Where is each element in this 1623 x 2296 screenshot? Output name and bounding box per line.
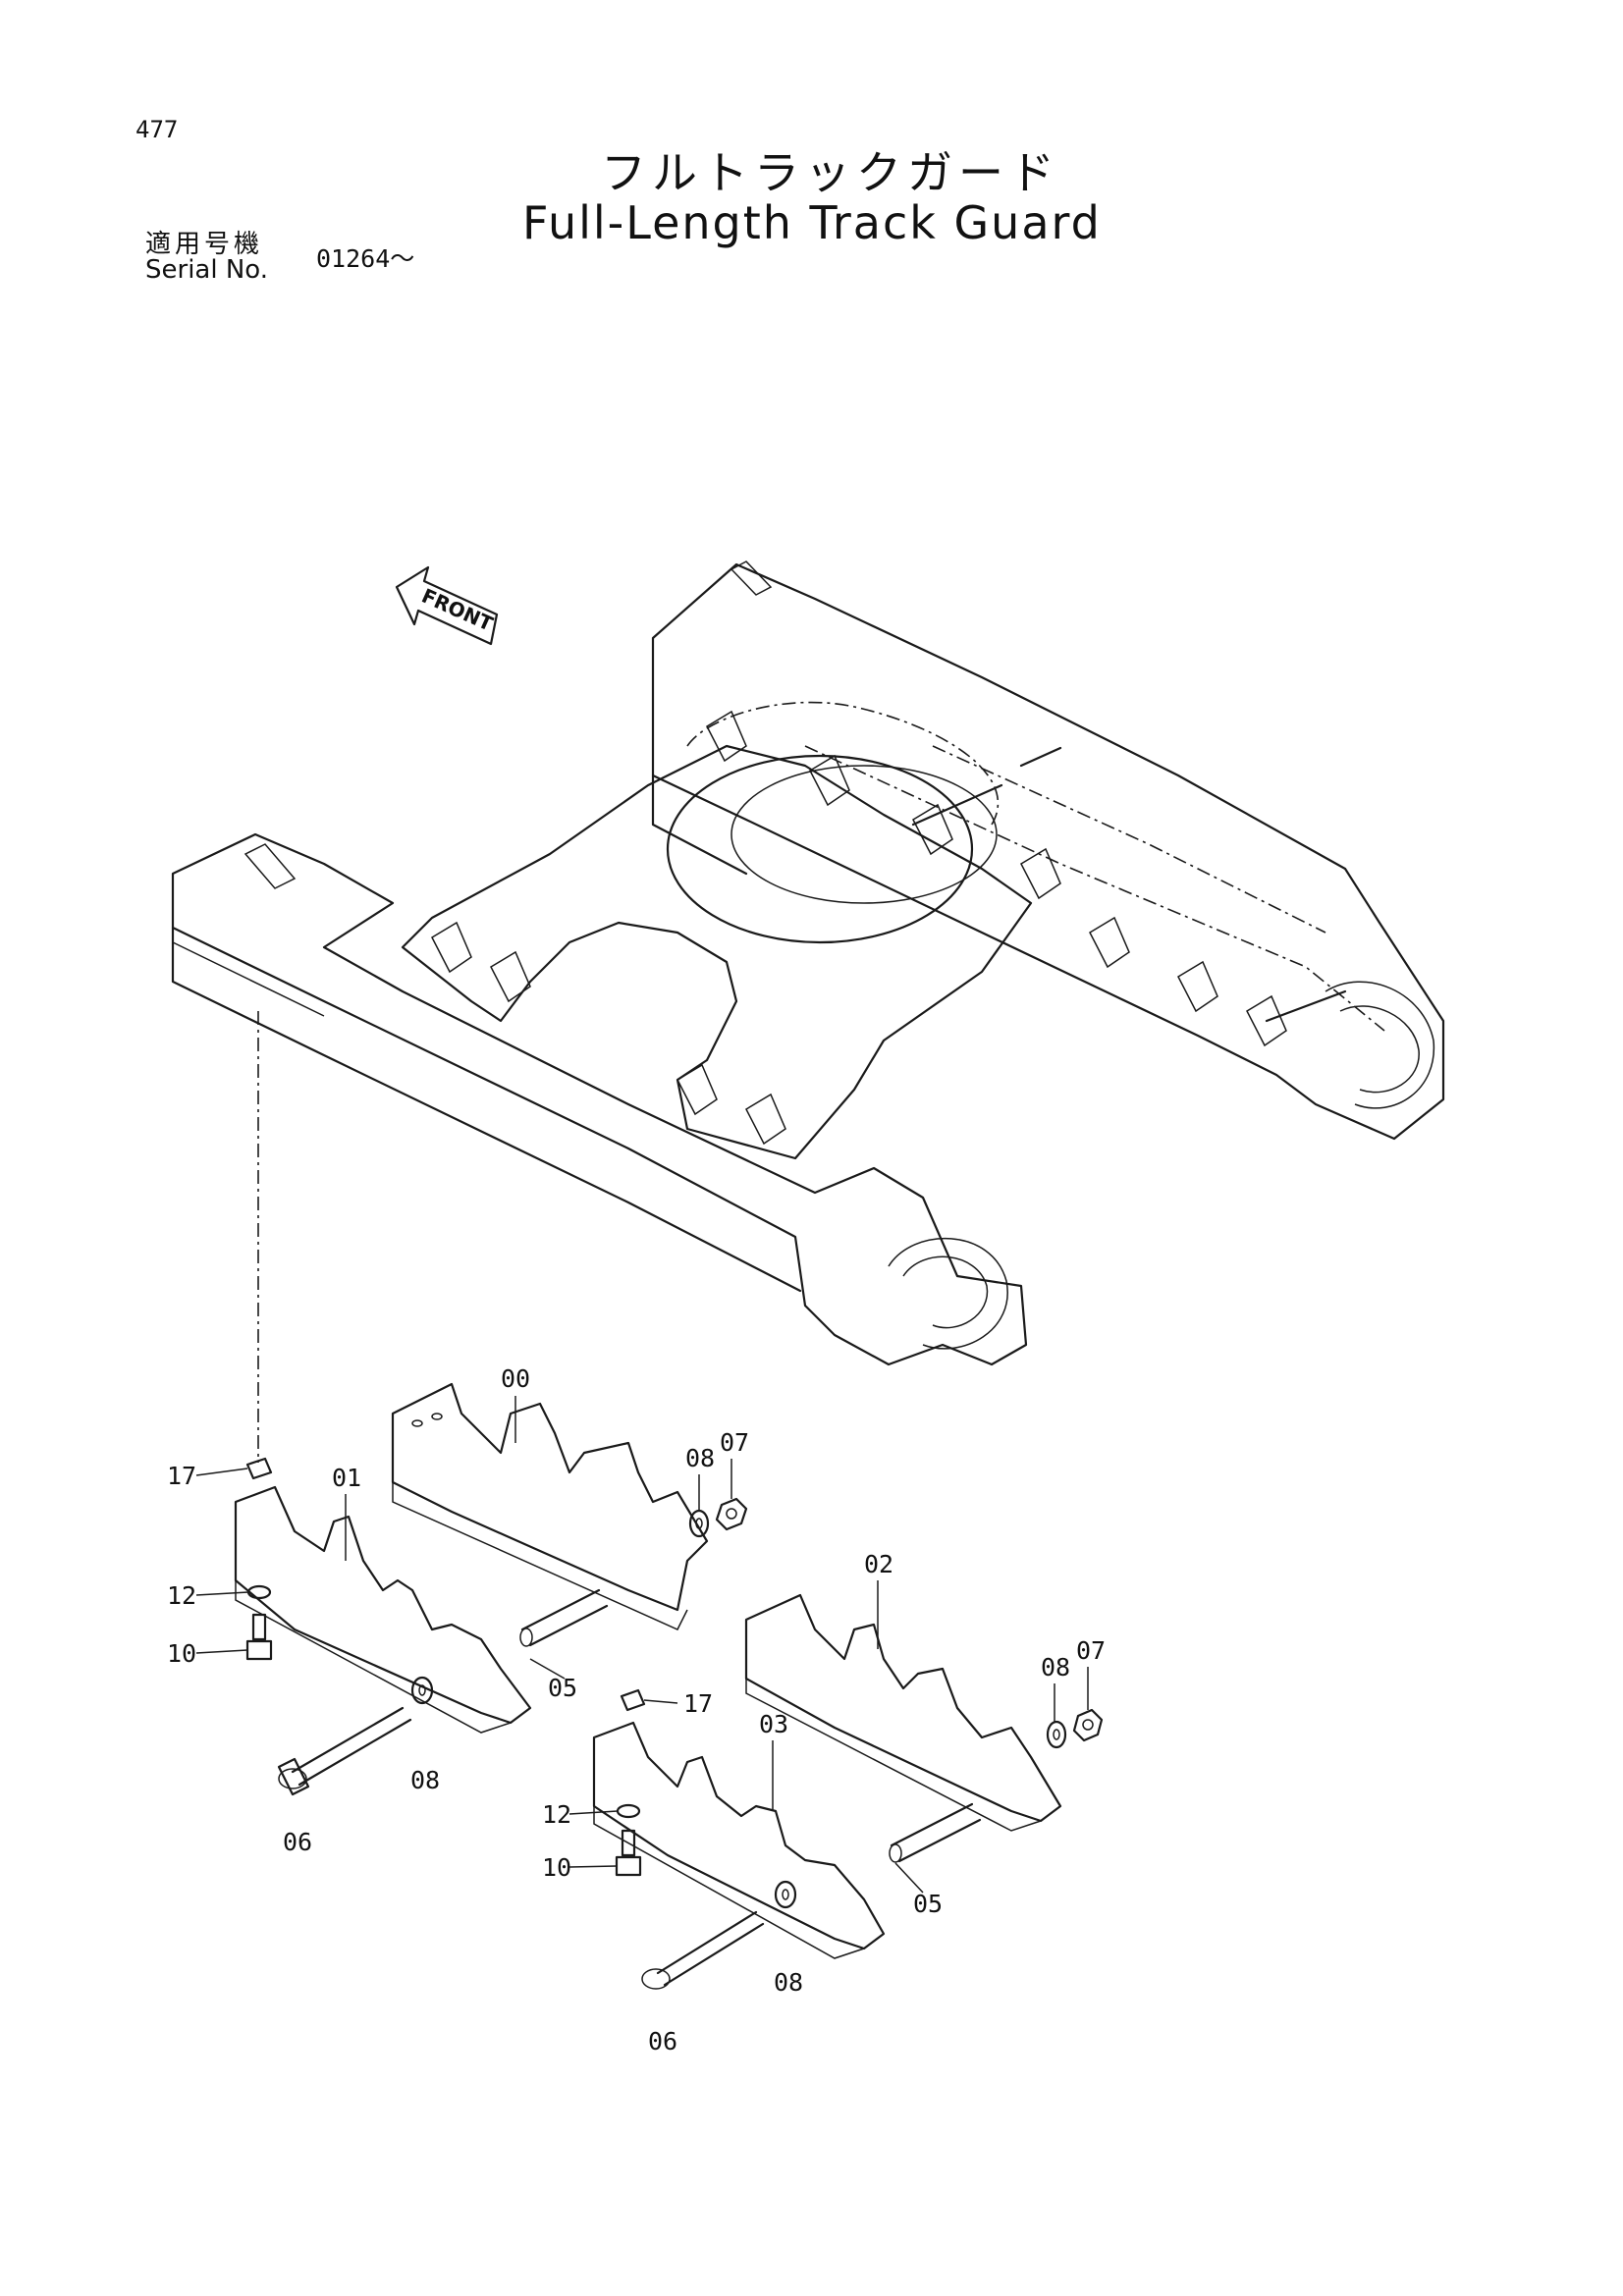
title-japanese: フルトラックガード xyxy=(601,146,1060,199)
bolt-06-upper xyxy=(277,1706,412,1796)
callout-08-upper-right: 08 xyxy=(685,1444,715,1472)
washer-08-upper-right xyxy=(688,1509,710,1538)
serial-label-english: Serial No. xyxy=(145,255,268,285)
callout-06-lower: 06 xyxy=(648,2027,677,2056)
callout-08-lower-left: 08 xyxy=(774,1968,803,1997)
callout-06-upper: 06 xyxy=(283,1828,312,1856)
callout-17-lower: 17 xyxy=(683,1689,713,1718)
page-number: 477 xyxy=(135,116,179,143)
nut-07-upper xyxy=(715,1497,748,1531)
callout-10-upper: 10 xyxy=(167,1639,196,1668)
nut-07-lower xyxy=(1072,1708,1104,1742)
callout-05-upper: 05 xyxy=(548,1674,577,1702)
callout-17-upper: 17 xyxy=(167,1462,196,1490)
callout-12-lower: 12 xyxy=(542,1800,571,1829)
callout-12-upper: 12 xyxy=(167,1581,196,1610)
track-guard-02 xyxy=(744,1593,1062,1832)
bolt-06-lower xyxy=(641,1910,765,1990)
callout-07-lower: 07 xyxy=(1076,1636,1106,1665)
plate-17-upper xyxy=(245,1457,273,1480)
washer-08-lower-left xyxy=(774,1880,797,1909)
plate-17-lower xyxy=(620,1688,646,1712)
track-frame-drawing xyxy=(171,561,1445,1366)
front-arrow-icon: FRONT xyxy=(395,565,499,646)
bolt-10-lower xyxy=(615,1829,642,1877)
callout-02: 02 xyxy=(864,1550,893,1578)
bolt-10-upper xyxy=(245,1613,273,1661)
title-english: Full-Length Track Guard xyxy=(522,196,1102,249)
washer-08-upper-left xyxy=(410,1676,434,1705)
washer-12-lower xyxy=(616,1803,641,1819)
callout-01: 01 xyxy=(332,1464,361,1492)
callout-00: 00 xyxy=(501,1364,530,1393)
pin-05-upper xyxy=(519,1588,609,1647)
callout-03: 03 xyxy=(759,1710,788,1738)
callout-07-upper: 07 xyxy=(720,1428,749,1457)
track-guard-01 xyxy=(234,1485,532,1734)
pin-05-lower xyxy=(889,1802,982,1863)
serial-label-japanese: 適用号機 xyxy=(145,230,264,259)
washer-08-lower-right xyxy=(1046,1720,1067,1749)
callout-leaders xyxy=(195,1396,1089,1894)
washer-12-upper xyxy=(246,1584,272,1600)
track-guard-00 xyxy=(391,1382,709,1630)
serial-number-value: 01264～ xyxy=(316,244,415,273)
track-guard-03 xyxy=(592,1721,886,1959)
callout-08-lower-right: 08 xyxy=(1041,1653,1070,1682)
callout-08-upper-left: 08 xyxy=(410,1766,440,1794)
callout-05-lower: 05 xyxy=(913,1890,943,1918)
callout-10-lower: 10 xyxy=(542,1853,571,1882)
